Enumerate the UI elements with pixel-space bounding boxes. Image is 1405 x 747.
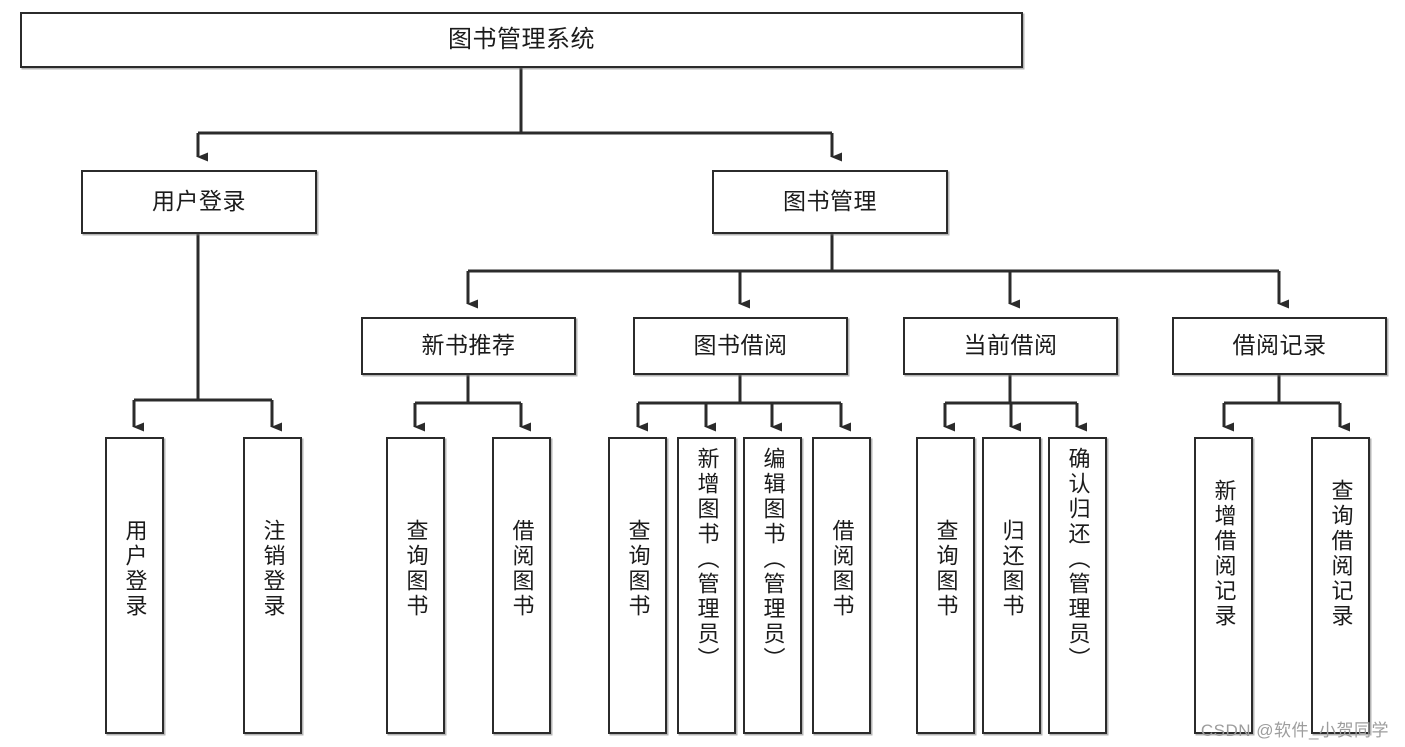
node-leaf-query-record[interactable]: 查询借阅记录 bbox=[1311, 437, 1370, 734]
node-leaf-add-book[interactable]: 新增图书（管理员） bbox=[677, 437, 736, 734]
node-book-manage[interactable]: 图书管理 bbox=[712, 170, 948, 234]
node-borrow-record-label: 借阅记录 bbox=[1232, 332, 1327, 359]
node-leaf-confirm-return-label: 确认归还（管理员） bbox=[1065, 447, 1091, 672]
node-leaf-logout[interactable]: 注销登录 bbox=[243, 437, 302, 734]
node-leaf-edit-book[interactable]: 编辑图书（管理员） bbox=[743, 437, 802, 734]
node-leaf-user-login-label: 用户登录 bbox=[122, 519, 148, 619]
node-leaf-query-book-3-label: 查询图书 bbox=[933, 519, 959, 619]
node-leaf-return-book-label: 归还图书 bbox=[999, 519, 1025, 619]
node-leaf-borrow-book-2[interactable]: 借阅图书 bbox=[812, 437, 871, 734]
node-current-borrow-label: 当前借阅 bbox=[963, 332, 1058, 359]
node-leaf-query-book-1[interactable]: 查询图书 bbox=[386, 437, 445, 734]
node-leaf-query-book-2[interactable]: 查询图书 bbox=[608, 437, 667, 734]
node-leaf-query-book-3[interactable]: 查询图书 bbox=[916, 437, 975, 734]
node-root[interactable]: 图书管理系统 bbox=[20, 12, 1023, 68]
node-root-label: 图书管理系统 bbox=[448, 25, 595, 53]
node-leaf-edit-book-label: 编辑图书（管理员） bbox=[760, 447, 786, 672]
node-leaf-query-book-1-label: 查询图书 bbox=[403, 519, 429, 619]
node-leaf-add-book-label: 新增图书（管理员） bbox=[694, 447, 720, 672]
node-leaf-add-record-label: 新增借阅记录 bbox=[1211, 479, 1237, 629]
node-leaf-borrow-book-1[interactable]: 借阅图书 bbox=[492, 437, 551, 734]
node-leaf-borrow-book-2-label: 借阅图书 bbox=[829, 519, 855, 619]
node-borrow-record[interactable]: 借阅记录 bbox=[1172, 317, 1387, 375]
node-leaf-confirm-return[interactable]: 确认归还（管理员） bbox=[1048, 437, 1107, 734]
node-book-borrow-label: 图书借阅 bbox=[693, 332, 788, 359]
node-leaf-query-record-label: 查询借阅记录 bbox=[1328, 479, 1354, 629]
node-leaf-borrow-book-1-label: 借阅图书 bbox=[509, 519, 535, 619]
node-leaf-query-book-2-label: 查询图书 bbox=[625, 519, 651, 619]
node-leaf-logout-label: 注销登录 bbox=[260, 519, 286, 619]
node-leaf-add-record[interactable]: 新增借阅记录 bbox=[1194, 437, 1253, 734]
node-new-book-rec[interactable]: 新书推荐 bbox=[361, 317, 576, 375]
node-book-borrow[interactable]: 图书借阅 bbox=[633, 317, 848, 375]
watermark: CSDN @软件_小贺同学 bbox=[1200, 721, 1389, 740]
node-book-manage-label: 图书管理 bbox=[783, 188, 877, 215]
node-new-book-rec-label: 新书推荐 bbox=[421, 332, 516, 359]
node-leaf-user-login[interactable]: 用户登录 bbox=[105, 437, 164, 734]
node-user-login[interactable]: 用户登录 bbox=[81, 170, 317, 234]
node-leaf-return-book[interactable]: 归还图书 bbox=[982, 437, 1041, 734]
node-user-login-label: 用户登录 bbox=[152, 188, 246, 215]
node-current-borrow[interactable]: 当前借阅 bbox=[903, 317, 1118, 375]
